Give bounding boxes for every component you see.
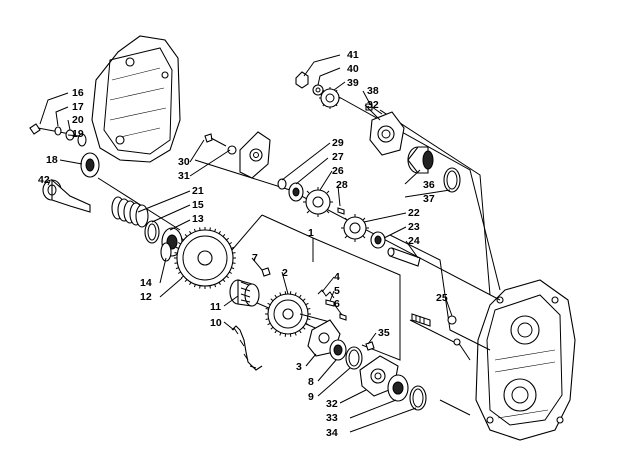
- bolt-35: [365, 341, 375, 351]
- nut-41: [295, 71, 309, 89]
- pin-5: [325, 299, 335, 307]
- spacer-19: [77, 133, 87, 147]
- callout-2: 2: [282, 267, 288, 279]
- bolt-7: [261, 267, 271, 277]
- callout-17: 17: [72, 101, 84, 113]
- bearing-8: [329, 339, 347, 361]
- bearing-36: [407, 146, 434, 174]
- callout-18: 18: [46, 154, 58, 166]
- assembly-axis-lines: [97, 91, 501, 416]
- bolt-30: [204, 133, 227, 147]
- gearcase-housing-right: [475, 279, 576, 441]
- ring-9: [345, 346, 363, 370]
- callout-20: 20: [72, 114, 84, 126]
- callout-40: 40: [347, 63, 359, 75]
- callout-24: 24: [408, 235, 420, 247]
- chain-10: [231, 325, 263, 371]
- callout-31: 31: [178, 170, 190, 182]
- ring-34: [409, 385, 427, 411]
- bearing-flange-32: [369, 111, 405, 156]
- bearing-23: [370, 231, 386, 249]
- callout-labels: 41 40 39 38 32 16 17 20 19 18 42 29 27 2…: [38, 49, 448, 439]
- callout-7: 7: [252, 252, 258, 264]
- mount-bracket: [239, 131, 271, 179]
- shaft-24: [387, 247, 421, 267]
- callout-39: 39: [347, 77, 359, 89]
- washer-40: [312, 84, 324, 96]
- chaincase-cover-left: [91, 35, 181, 163]
- callout-28: 28: [336, 179, 348, 191]
- callout-32-bottom: 32: [326, 398, 338, 410]
- callout-19: 19: [72, 128, 84, 140]
- callout-27: 27: [332, 151, 344, 163]
- callout-3: 3: [296, 361, 302, 373]
- sprocket-12: [174, 227, 236, 289]
- callout-34: 34: [326, 427, 338, 439]
- callout-6: 6: [334, 298, 340, 310]
- callout-42: 42: [38, 174, 50, 186]
- callout-36: 36: [423, 179, 435, 191]
- washer-17: [54, 126, 62, 136]
- callout-14: 14: [140, 277, 152, 289]
- callout-25: 25: [436, 292, 448, 304]
- shaft-axle: [299, 313, 331, 323]
- callout-33: 33: [326, 412, 338, 424]
- screw-6: [339, 313, 347, 321]
- gear-26: [303, 187, 333, 217]
- callout-15: 15: [192, 199, 204, 211]
- callout-16: 16: [72, 87, 84, 99]
- callout-29: 29: [332, 137, 344, 149]
- callout-30: 30: [178, 156, 190, 168]
- callout-11: 11: [210, 301, 221, 313]
- pinion-11: [229, 279, 260, 307]
- callout-21: 21: [192, 185, 204, 197]
- bolt-25: [447, 315, 457, 325]
- callout-1: 1: [308, 227, 314, 239]
- callout-22: 22: [408, 207, 420, 219]
- spring-4: [317, 289, 335, 299]
- callout-37: 37: [423, 193, 435, 205]
- spacer-14: [160, 242, 172, 262]
- gear-22: [341, 214, 369, 242]
- callout-4: 4: [334, 271, 340, 283]
- callout-8: 8: [308, 376, 314, 388]
- shaft-42: [42, 178, 91, 213]
- spring-21: [111, 196, 149, 228]
- callout-26: 26: [332, 165, 344, 177]
- bearing-18: [80, 152, 100, 178]
- callout-38: 38: [367, 85, 379, 97]
- ring-37: [443, 167, 461, 193]
- callout-41: 41: [347, 49, 359, 61]
- callout-10: 10: [210, 317, 222, 329]
- callout-12: 12: [140, 291, 152, 303]
- callout-32-top: 32: [367, 99, 379, 111]
- leader-lines: [39, 54, 453, 433]
- sprocket-39: [319, 87, 341, 109]
- key-28: [337, 207, 345, 215]
- callout-13: 13: [192, 213, 204, 225]
- sprocket-2: [265, 291, 311, 337]
- bearing-27: [288, 182, 304, 202]
- bolt-16: [29, 123, 71, 135]
- adjuster-bolt: [411, 313, 461, 346]
- ring-15: [144, 220, 160, 244]
- callout-5: 5: [334, 285, 340, 297]
- washer-31: [227, 145, 237, 155]
- bearing-33: [387, 374, 409, 402]
- callout-35: 35: [378, 327, 390, 339]
- callout-9: 9: [308, 391, 314, 403]
- callout-23: 23: [408, 221, 420, 233]
- washer-29: [277, 178, 287, 190]
